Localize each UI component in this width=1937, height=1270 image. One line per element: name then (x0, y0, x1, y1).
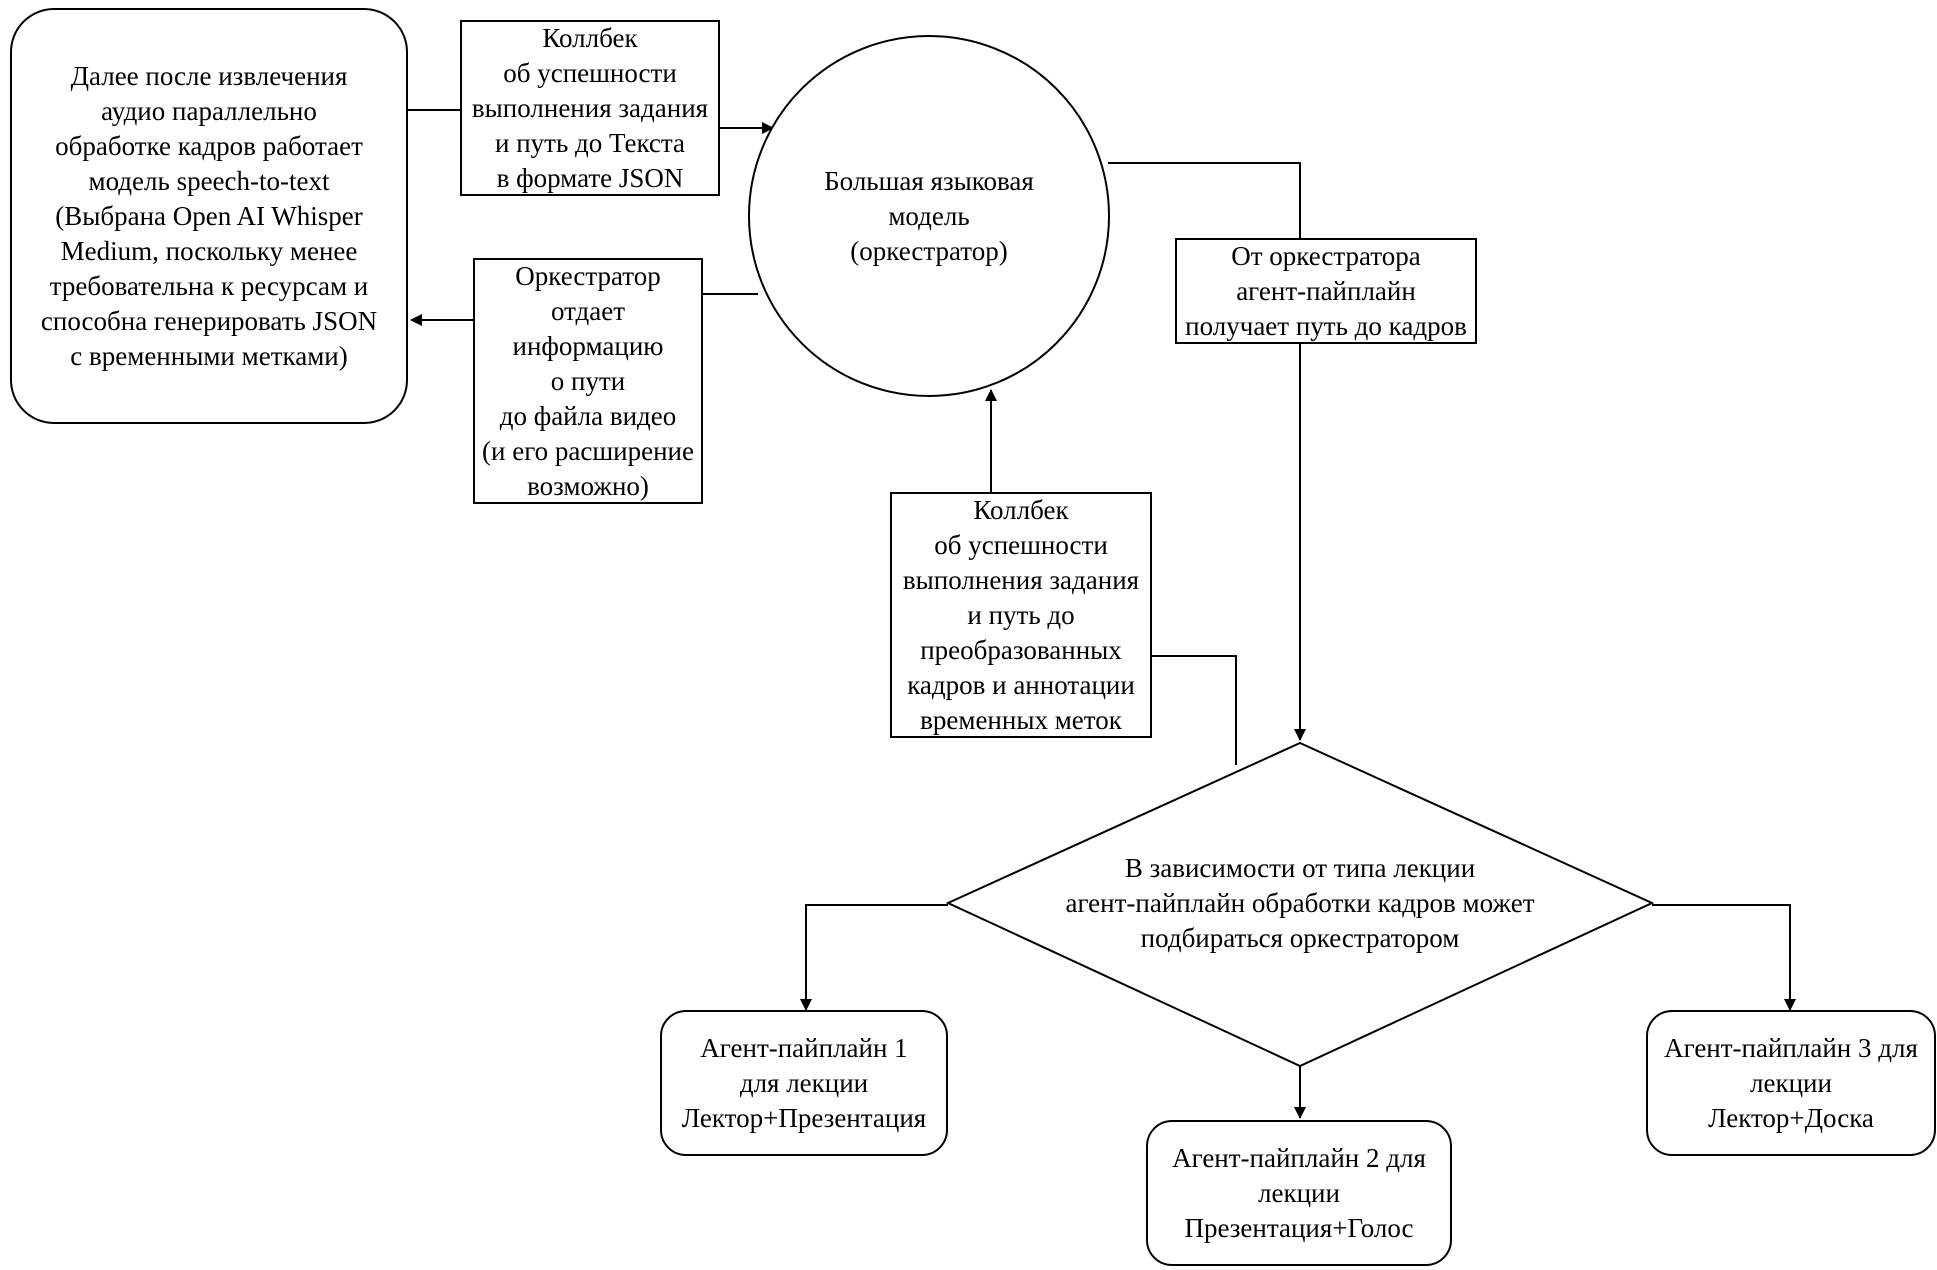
text-line: выполнения задания (902, 564, 1140, 595)
text-line: Коллбек (542, 22, 638, 53)
callback-text-box: Коллбек об успешности выполнения задания и … (460, 20, 720, 196)
frames-path-box: От оркестратора агент-пайплайн получает пу… (1175, 238, 1477, 344)
llm-orchestrator-text: Большая языковая модель (оркестратор) (824, 164, 1034, 269)
text-line: информацию (512, 330, 664, 361)
connector-diamond-to-callback (1152, 655, 1237, 765)
text-line: лекции (1750, 1067, 1832, 1098)
text-line: Далее после извлечения (70, 60, 348, 91)
text-line: лекции (1258, 1177, 1340, 1208)
arrow-diamond-to-pipeline-1 (800, 904, 948, 1011)
text-line: для лекции (739, 1067, 869, 1098)
text-line: о пути (550, 365, 626, 396)
text-line: Оркестратор (515, 260, 661, 291)
text-line: модель (888, 200, 970, 231)
text-line: способна генерировать JSON (40, 305, 378, 336)
decision-diamond-label: В зависимости от типа лекции агент-пайпла… (1010, 840, 1590, 966)
callback-text-text: Коллбек об успешности выполнения задания и … (472, 21, 708, 196)
text-line: с временными метками) (70, 340, 348, 371)
text-line: требовательна к ресурсам и (49, 270, 369, 301)
text-line: в формате JSON (496, 162, 684, 193)
text-line: выполнения задания (471, 92, 709, 123)
text-line: Презентация+Голос (1184, 1212, 1414, 1243)
text-line: подбираться оркестратором (1140, 922, 1460, 953)
text-line: Агент-пайплайн 3 для (1664, 1032, 1918, 1063)
text-line: получает путь до кадров (1185, 310, 1467, 341)
arrow-llm-to-diamond (1108, 162, 1306, 741)
text-line: агент-пайплайн обработки кадров может (1065, 887, 1535, 918)
text-line: (Выбрана Open AI Whisper (55, 200, 363, 231)
orchestrator-video-box: Оркестратор отдает информацию о пути до файл… (473, 258, 703, 504)
callback-frames-text: Коллбек об успешности выполнения задания и … (903, 493, 1139, 738)
text-line: кадров и аннотации (907, 669, 1135, 700)
text-line: Большая языковая (824, 165, 1034, 196)
text-line: Medium, поскольку менее (60, 235, 358, 266)
text-line: Коллбек (973, 494, 1069, 525)
text-line: Лектор+Доска (1708, 1102, 1874, 1133)
text-line: Агент-пайплайн 1 (700, 1032, 908, 1063)
orchestrator-video-text: Оркестратор отдает информацию о пути до файл… (482, 259, 694, 504)
decision-diamond-text: В зависимости от типа лекции агент-пайпла… (1065, 851, 1534, 956)
speech-to-text-box: Далее после извлечения аудио параллельно о… (10, 8, 408, 424)
text-line: до файла видео (499, 400, 677, 431)
text-line: модель speech-to-text (88, 165, 330, 196)
text-line: Агент-пайплайн 2 для (1172, 1142, 1426, 1173)
text-line: и путь до (967, 599, 1075, 630)
frames-path-text: От оркестратора агент-пайплайн получает пу… (1185, 239, 1467, 344)
text-line: преобразованных (920, 634, 1122, 665)
text-line: отдает (550, 295, 626, 326)
text-line: В зависимости от типа лекции (1124, 852, 1476, 883)
text-line: Лектор+Презентация (681, 1102, 927, 1133)
text-line: (и его расширение (482, 435, 694, 466)
text-line: агент-пайплайн (1236, 275, 1416, 306)
speech-to-text-text: Далее после извлечения аудио параллельно о… (41, 59, 377, 374)
text-line: об успешности (934, 529, 1108, 560)
llm-orchestrator-circle: Большая языковая модель (оркестратор) (748, 35, 1110, 397)
text-line: и путь до Текста (495, 127, 685, 158)
text-line: От оркестратора (1231, 240, 1421, 271)
text-line: об успешности (503, 57, 677, 88)
text-line: аудио параллельно (101, 95, 317, 126)
text-line: временных меток (920, 704, 1122, 735)
text-line: возможно) (527, 470, 649, 501)
arrow-diamond-to-pipeline-3 (1652, 904, 1796, 1011)
callback-frames-box: Коллбек об успешности выполнения задания и … (890, 492, 1152, 738)
text-line: (оркестратор) (850, 235, 1008, 266)
text-line: обработке кадров работает (55, 130, 363, 161)
